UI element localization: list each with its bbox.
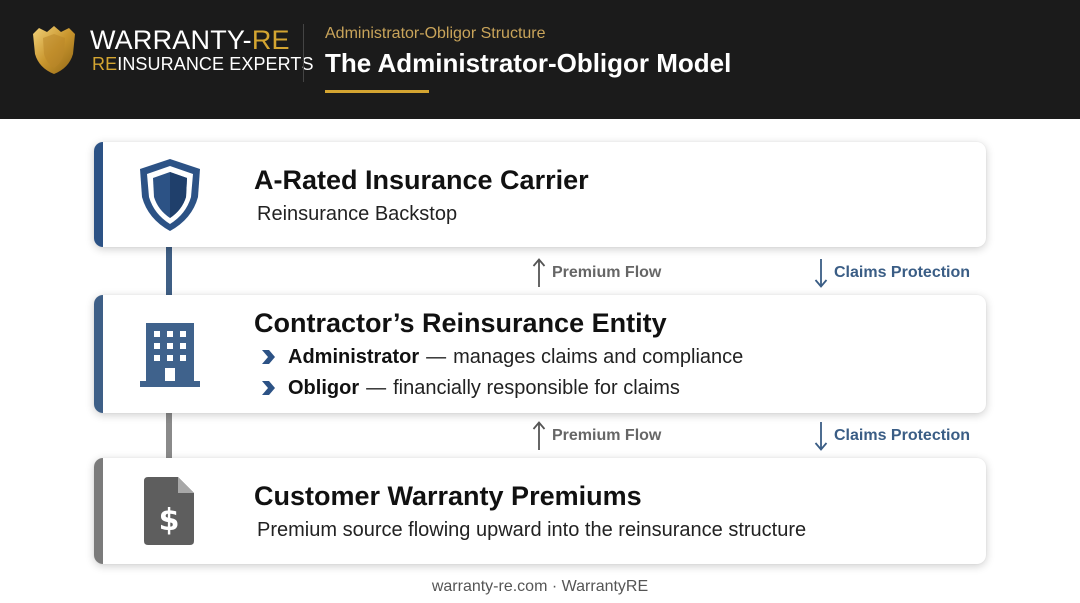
connector-line-bottom bbox=[166, 410, 172, 460]
premium-flow-label: Premium Flow bbox=[532, 257, 661, 289]
arrow-down-icon bbox=[814, 259, 828, 288]
bullet-separator: — bbox=[366, 376, 387, 399]
title-underline bbox=[325, 90, 429, 93]
card-insurance-carrier: A-Rated Insurance Carrier Reinsurance Ba… bbox=[94, 142, 986, 247]
chevron-right-icon bbox=[262, 350, 275, 364]
card-title: A-Rated Insurance Carrier bbox=[254, 165, 589, 195]
arrow-up-icon bbox=[532, 258, 546, 287]
card-subtitle: Premium source flowing upward into the r… bbox=[257, 519, 807, 541]
bullet-term: Obligor bbox=[288, 376, 360, 399]
header-bar: WARRANTY-RE REINSURANCE EXPERTS Administ… bbox=[0, 0, 1080, 119]
connector-line-top bbox=[166, 246, 172, 298]
card-subtitle: Reinsurance Backstop bbox=[257, 203, 458, 225]
premium-flow-text: Premium Flow bbox=[552, 264, 662, 281]
claims-protection-text: Claims Protection bbox=[834, 264, 971, 281]
card-accent-bar bbox=[94, 295, 103, 413]
card-customer-premiums: $ Customer Warranty Premiums Premium sou… bbox=[94, 458, 986, 564]
claims-protection-text: Claims Protection bbox=[834, 427, 971, 444]
card-reinsurance-entity: Contractor’s Reinsurance Entity Administ… bbox=[94, 295, 986, 413]
gold-shield-logo-icon bbox=[33, 26, 75, 74]
svg-text:$: $ bbox=[159, 503, 180, 538]
header-divider bbox=[303, 24, 304, 82]
bullet-administrator: Administrator — manages claims and compl… bbox=[260, 344, 743, 370]
card-accent-bar bbox=[94, 142, 103, 247]
dollar-document-icon: $ bbox=[144, 477, 194, 545]
bullet-description: financially responsible for claims bbox=[393, 376, 680, 399]
bullet-separator: — bbox=[426, 345, 447, 368]
brand-tagline: REINSURANCE EXPERTS bbox=[92, 54, 314, 74]
building-icon bbox=[140, 323, 200, 387]
card-title: Customer Warranty Premiums bbox=[254, 481, 642, 511]
premium-flow-label: Premium Flow bbox=[532, 420, 661, 452]
bullet-obligor: Obligor — financially responsible for cl… bbox=[260, 375, 680, 401]
bullet-description: manages claims and compliance bbox=[453, 345, 744, 368]
brand-name: WARRANTY-RE bbox=[90, 25, 290, 55]
page-title: The Administrator-Obligor Model bbox=[325, 48, 732, 78]
bullet-term: Administrator bbox=[288, 345, 420, 368]
arrow-up-icon bbox=[532, 421, 546, 450]
claims-protection-label: Claims Protection bbox=[814, 257, 970, 289]
claims-protection-label: Claims Protection bbox=[814, 420, 970, 452]
card-title: Contractor’s Reinsurance Entity bbox=[254, 308, 667, 338]
premium-flow-text: Premium Flow bbox=[552, 427, 662, 444]
chevron-right-icon bbox=[262, 381, 275, 395]
shield-icon bbox=[140, 159, 200, 231]
card-accent-bar bbox=[94, 458, 103, 564]
header-eyebrow: Administrator-Obligor Structure bbox=[325, 25, 546, 42]
footer-text: warranty-re.com · WarrantyRE bbox=[431, 578, 649, 595]
arrow-down-icon bbox=[814, 422, 828, 451]
